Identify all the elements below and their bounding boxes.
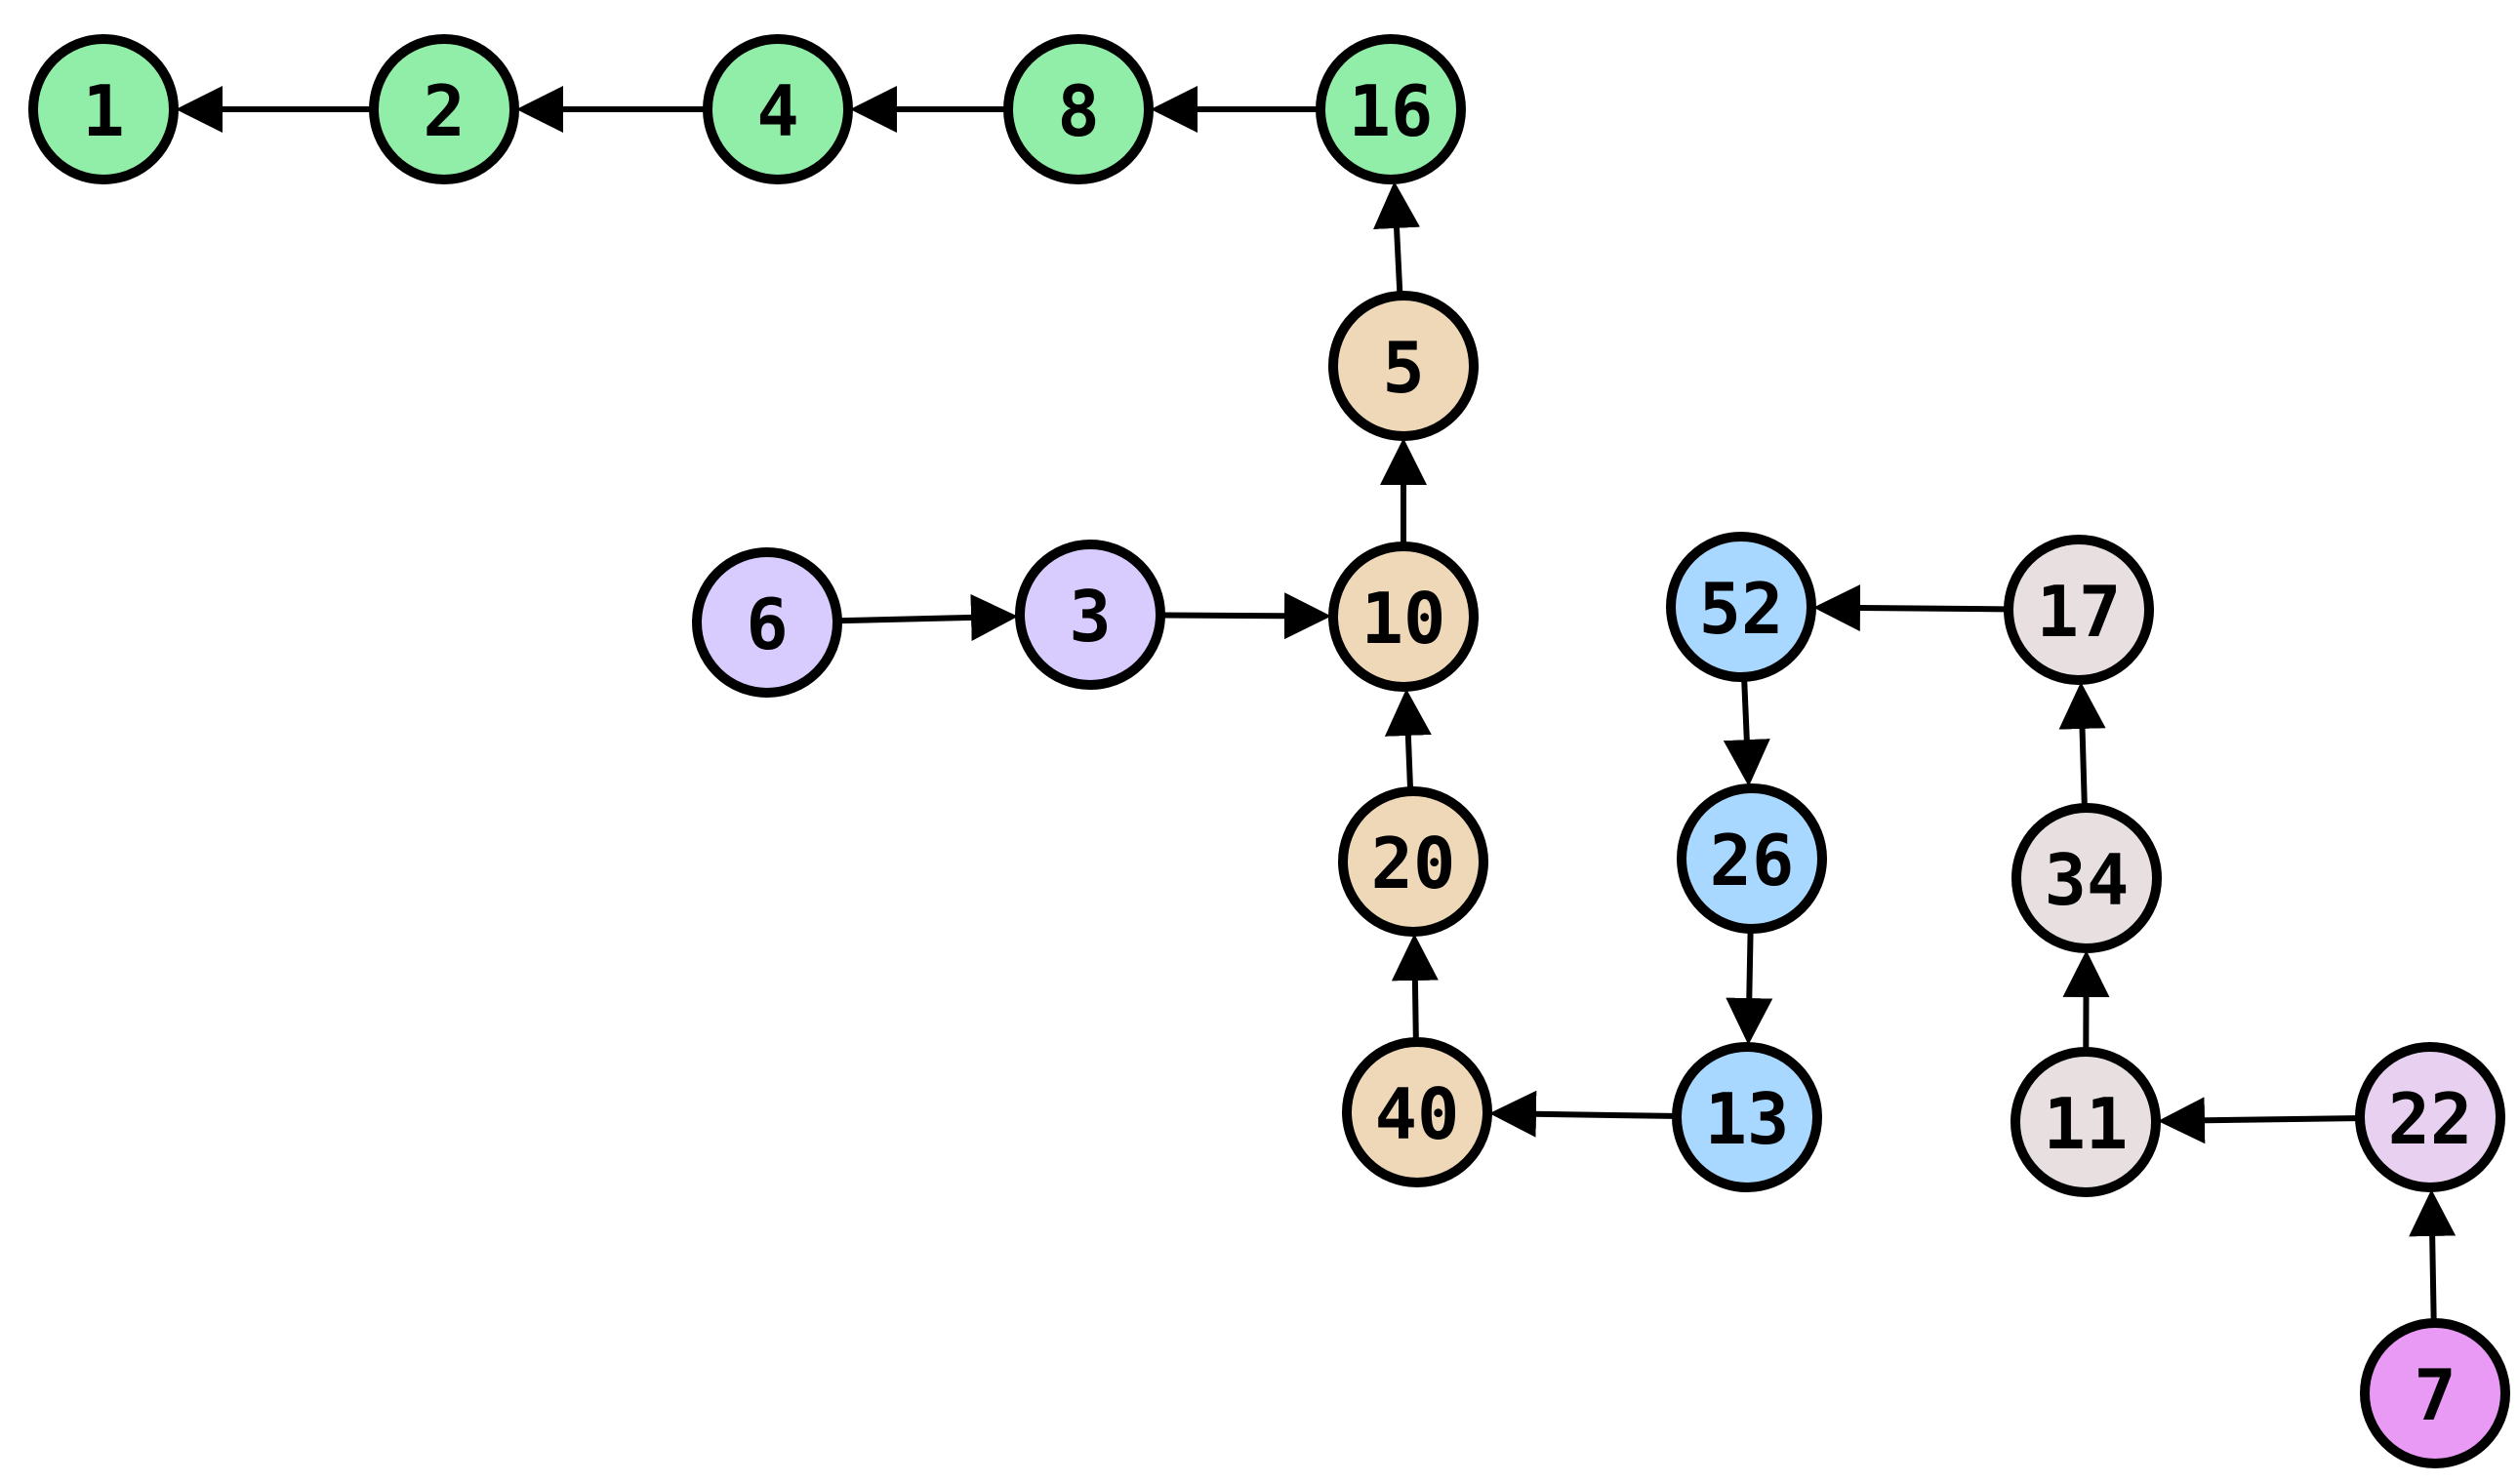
node-circle xyxy=(369,34,519,184)
node-label: 26 xyxy=(1710,820,1795,902)
edge-arrow-13-to-40 xyxy=(1488,1090,1674,1138)
node-circle xyxy=(2004,535,2154,685)
graph-node-26: 26 xyxy=(1677,783,1827,934)
node-circle xyxy=(1328,291,1479,441)
node-circle xyxy=(28,34,179,184)
edges-layer xyxy=(176,86,2457,1320)
node-circle xyxy=(2010,1047,2161,1197)
edge-arrow-26-to-13 xyxy=(1726,932,1773,1046)
graph-node-1: 1 xyxy=(28,34,179,184)
graph-node-6: 6 xyxy=(692,547,842,698)
node-label: 34 xyxy=(2045,839,2130,921)
edge-arrow-17-to-52 xyxy=(1812,584,2006,632)
node-circle xyxy=(1666,532,1816,682)
node-label: 8 xyxy=(1057,70,1099,152)
edge-arrow-22-to-11 xyxy=(2157,1097,2357,1144)
graph-node-11: 11 xyxy=(2010,1047,2161,1197)
graph-node-22: 22 xyxy=(2355,1042,2505,1192)
node-circle xyxy=(2011,803,2162,953)
node-circle xyxy=(2360,1318,2510,1468)
edge-arrow-7-to-22 xyxy=(2409,1188,2457,1320)
edge-arrow-6-to-3 xyxy=(840,593,1019,641)
graph-node-16: 16 xyxy=(1316,34,1466,184)
graph-node-8: 8 xyxy=(1003,34,1154,184)
edge-arrow-20-to-10 xyxy=(1384,688,1432,788)
node-circle xyxy=(2355,1042,2505,1192)
node-circle xyxy=(1328,541,1479,692)
node-circle xyxy=(1342,1037,1492,1187)
node-circle xyxy=(1677,783,1827,934)
graph-node-2: 2 xyxy=(369,34,519,184)
graph-node-13: 13 xyxy=(1672,1042,1822,1192)
node-circle xyxy=(1003,34,1154,184)
node-label: 52 xyxy=(1699,568,1784,650)
node-label: 5 xyxy=(1382,327,1424,409)
graph-node-3: 3 xyxy=(1015,540,1165,690)
node-label: 1 xyxy=(82,70,124,152)
node-label: 40 xyxy=(1375,1073,1460,1155)
node-label: 16 xyxy=(1349,70,1434,152)
node-label: 7 xyxy=(2414,1354,2456,1436)
edge-arrow-3-to-10 xyxy=(1163,592,1332,640)
edge-arrow-34-to-17 xyxy=(2058,681,2106,805)
node-label: 13 xyxy=(1705,1078,1790,1160)
graph-node-5: 5 xyxy=(1328,291,1479,441)
graph-node-17: 17 xyxy=(2004,535,2154,685)
node-circle xyxy=(1672,1042,1822,1192)
node-label: 22 xyxy=(2388,1078,2473,1160)
node-label: 11 xyxy=(2044,1083,2129,1165)
graph-node-34: 34 xyxy=(2011,803,2162,953)
node-label: 3 xyxy=(1069,576,1111,658)
graph-node-7: 7 xyxy=(2360,1318,2510,1468)
node-label: 6 xyxy=(746,583,788,665)
node-circle xyxy=(1316,34,1466,184)
graph-node-52: 52 xyxy=(1666,532,1816,682)
graph-node-20: 20 xyxy=(1338,786,1488,937)
edge-arrow-5-to-16 xyxy=(1373,180,1420,293)
nodes-layer: 1 2 4 8 16 5 10 20 40 6 3 52 26 13 17 34 11 22 7 xyxy=(28,34,2510,1468)
node-label: 4 xyxy=(756,70,798,152)
graph-node-10: 10 xyxy=(1328,541,1479,692)
node-circle xyxy=(1015,540,1165,690)
node-circle xyxy=(703,34,853,184)
node-circle xyxy=(692,547,842,698)
edge-arrow-52-to-26 xyxy=(1723,680,1770,787)
node-label: 2 xyxy=(423,70,465,152)
graph-node-4: 4 xyxy=(703,34,853,184)
node-circle xyxy=(1338,786,1488,937)
edge-arrow-40-to-20 xyxy=(1391,933,1439,1039)
node-label: 17 xyxy=(2037,571,2122,653)
node-label: 20 xyxy=(1371,822,1456,904)
graph-node-40: 40 xyxy=(1342,1037,1492,1187)
node-label: 10 xyxy=(1361,578,1446,660)
